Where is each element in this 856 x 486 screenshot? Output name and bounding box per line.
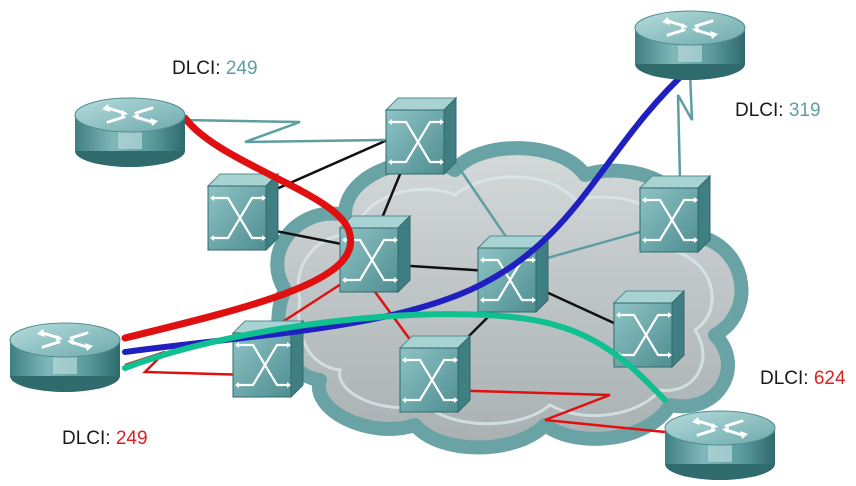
virtual-circuits xyxy=(121,65,693,403)
dlci-prefix: DLCI: xyxy=(172,58,226,79)
dlci-label-bottom-right: DLCI: 624 xyxy=(760,368,846,390)
dlci-value: 624 xyxy=(813,368,846,389)
dlci-label-bottom-left: DLCI: 249 xyxy=(62,428,148,450)
frame-relay-switch-icon xyxy=(206,172,280,252)
access-links xyxy=(124,71,694,434)
dlci-prefix: DLCI: xyxy=(760,368,814,389)
dlci-prefix: DLCI: xyxy=(62,428,116,449)
router-icon xyxy=(663,409,777,482)
frame-relay-switch-icon xyxy=(638,174,712,254)
frame-relay-switch-icon xyxy=(398,334,472,414)
circuit-red xyxy=(121,114,355,342)
frame-relay-switch-icon xyxy=(612,289,686,369)
dlci-label-top-right: DLCI: 319 xyxy=(735,100,821,122)
frame-relay-switch-icon xyxy=(384,96,458,176)
dlci-value: 249 xyxy=(115,428,148,449)
dlci-value: 319 xyxy=(788,100,821,121)
dlci-prefix: DLCI: xyxy=(735,100,789,121)
circuit-green xyxy=(122,311,668,403)
router-icon xyxy=(8,321,122,394)
dlci-label-top-left: DLCI: 249 xyxy=(172,58,258,80)
router-icon xyxy=(633,9,747,82)
dlci-value: 249 xyxy=(225,58,258,79)
router-icon xyxy=(73,96,187,169)
